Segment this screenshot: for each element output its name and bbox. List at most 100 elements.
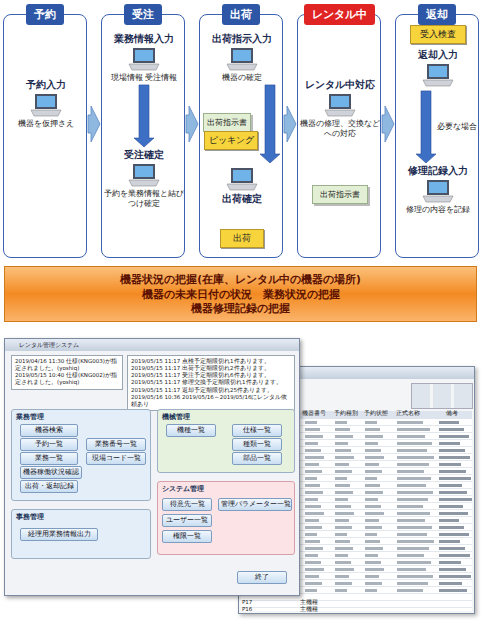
label-text: 2019/05/15 11:17 修理交換予定期限切れ1件あります。 xyxy=(131,379,291,386)
table-text: 備考 xyxy=(446,410,458,417)
label-text: 現場情報 受注情報 xyxy=(106,73,182,83)
cell-bar xyxy=(365,575,379,578)
cell-bar xyxy=(305,561,321,564)
cell-bar xyxy=(439,456,470,459)
phase-header: 返却 xyxy=(418,4,456,25)
menu-button: 管理パラメーター一覧 xyxy=(218,498,292,511)
phase-header: 受注 xyxy=(124,4,162,25)
laptop-icon xyxy=(127,46,161,72)
cell-bar xyxy=(397,421,423,424)
cell-bar xyxy=(305,435,323,438)
label-text: 出荷・返却記録 xyxy=(23,482,75,491)
cell-bar xyxy=(335,512,354,515)
table-text: P17 xyxy=(242,599,252,605)
process-step: 受注確定予約を業務情報と結びつけ確定 xyxy=(104,149,184,209)
cell-bar xyxy=(305,442,318,445)
cell-bar xyxy=(439,547,465,550)
cell-bar xyxy=(439,561,461,564)
menu-button: 仕様一覧 xyxy=(232,424,282,437)
label-text: 出荷確定 xyxy=(204,193,280,205)
process-step: 修理記録入力修理の内容を記録 xyxy=(398,165,478,215)
cell-bar xyxy=(305,463,319,466)
menu-panel: 機械管理機種一覧仕様一覧種類一覧部品一覧 xyxy=(157,409,295,473)
label-text: 出荷指示書 xyxy=(315,189,365,200)
cell-bar xyxy=(365,505,381,508)
cell-bar xyxy=(305,547,323,550)
cell-bar xyxy=(335,505,351,508)
phase-arrow xyxy=(382,106,394,142)
label-text: 権限一覧 xyxy=(165,532,209,541)
cell-bar xyxy=(365,498,378,501)
menu-button: 部品一覧 xyxy=(232,452,282,465)
cell-bar xyxy=(439,526,464,529)
label-text: 仕様一覧 xyxy=(235,426,279,435)
cell-bar xyxy=(439,442,460,445)
cell-bar xyxy=(305,449,321,452)
cell-bar xyxy=(439,484,462,487)
process-step: 出荷確定 xyxy=(204,165,280,205)
cell-bar xyxy=(397,568,426,571)
cell-bar xyxy=(397,442,432,445)
process-step: 出荷指示入力機器の確定 xyxy=(204,33,280,83)
label-text: 出荷 xyxy=(223,232,261,245)
cell-bar xyxy=(397,505,423,508)
table-text: 主機種 xyxy=(300,606,318,613)
menu-button: 終了 xyxy=(237,571,287,584)
document: 出荷指示書 xyxy=(312,185,368,204)
cell-bar xyxy=(365,589,377,592)
cell-bar xyxy=(305,589,317,592)
table-text: 予約状態 xyxy=(364,410,388,417)
cell-bar xyxy=(397,477,431,480)
cell-bar xyxy=(305,456,324,459)
cell-bar xyxy=(397,561,431,564)
menu-button: 機器稼働状況確認 xyxy=(20,466,82,479)
cell-bar xyxy=(335,484,350,487)
cell-bar xyxy=(365,477,377,480)
document: 出荷指示書 xyxy=(203,113,251,132)
cell-bar xyxy=(335,456,354,459)
summary-band: 機器状況の把握(在庫、レンタル中の機器の場所)機器の未来日付の状況 業務状況の把… xyxy=(4,266,477,322)
cell-bar xyxy=(365,442,378,445)
cell-bar xyxy=(439,463,461,466)
laptop-icon xyxy=(29,92,63,118)
cell-bar xyxy=(397,456,434,459)
menu-panel: 事務管理経理用業務情報出力 xyxy=(11,509,151,559)
cell-bar xyxy=(439,505,463,508)
phase-header: 予約 xyxy=(26,4,64,25)
cell-bar xyxy=(439,421,459,424)
label-text: 機器修理記録の把握 xyxy=(9,301,472,316)
cell-bar xyxy=(365,554,378,557)
label-text: 2019/05/15 11:17 受注予定期限切れ6件あります。 xyxy=(131,372,291,379)
label-text: ユーザー一覧 xyxy=(165,516,209,525)
cell-bar xyxy=(397,575,433,578)
label-text: 部品一覧 xyxy=(235,454,279,463)
cell-bar xyxy=(335,526,352,529)
cell-bar xyxy=(397,498,428,501)
cell-bar xyxy=(439,575,471,578)
label-text: 現場コード一覧 xyxy=(89,454,143,463)
label-text: 管理パラメーター一覧 xyxy=(221,500,289,509)
task-box: 出荷 xyxy=(220,229,264,248)
label-text: 得意先一覧 xyxy=(165,500,209,509)
cell-bar xyxy=(365,568,384,571)
cell-bar xyxy=(305,484,320,487)
cell-bar xyxy=(397,484,426,487)
menu-button: 業務番号一覧 xyxy=(86,438,146,451)
cell-bar xyxy=(335,498,348,501)
laptop-icon xyxy=(225,46,259,72)
cell-bar xyxy=(365,484,380,487)
panel-heading: システム管理 xyxy=(158,482,294,496)
message-box: 2019/05/15 11:17 点検予定期限切れ1件あります。2019/05/… xyxy=(127,355,295,411)
cell-bar xyxy=(439,568,466,571)
label-text: 機器検索 xyxy=(23,426,75,435)
button-cluster xyxy=(411,383,473,409)
phase-header: レンタル中 xyxy=(304,4,375,25)
menu-button: 機器検索 xyxy=(20,424,78,437)
cell-bar xyxy=(335,428,350,431)
cell-bar xyxy=(335,589,347,592)
label-text: 業務番号一覧 xyxy=(89,440,143,449)
process-step: 予約入力機器を仮押さえ xyxy=(8,79,84,129)
cell-bar xyxy=(365,547,383,550)
cell-bar xyxy=(397,449,427,452)
cell-bar xyxy=(397,582,428,585)
